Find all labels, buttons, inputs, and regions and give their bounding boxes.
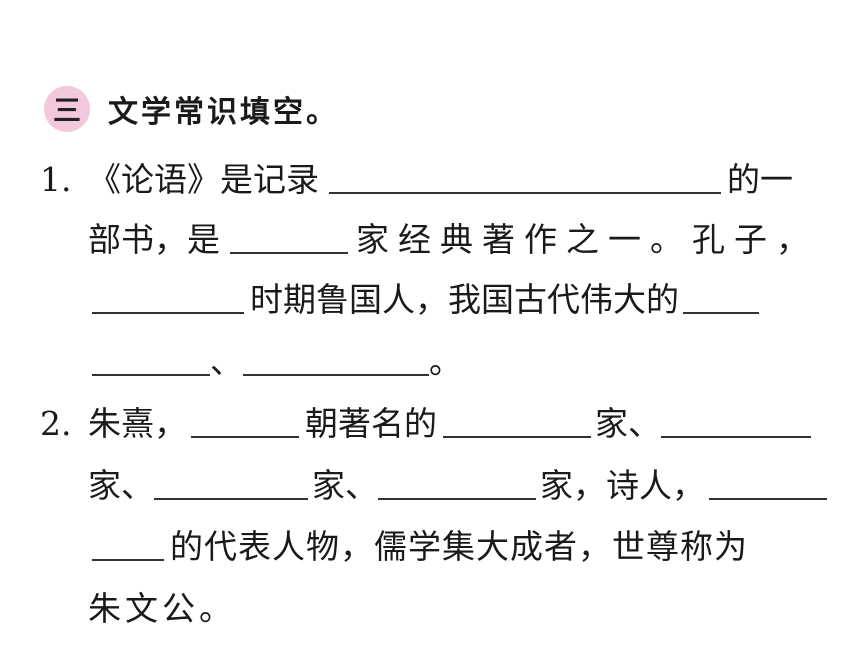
- section-heading: 三 文学常识填空。: [44, 86, 339, 132]
- q1-text-4sep: 、: [210, 342, 243, 381]
- q1-blank-1[interactable]: [329, 191, 721, 194]
- section-number-badge: 三: [44, 86, 90, 132]
- q1-text-1a: 《论语》是记录: [88, 160, 319, 199]
- q2-line-2: 家、 家、 家，诗人，: [88, 454, 827, 504]
- q2-text-1c: 家、: [595, 404, 661, 443]
- q2-text-2b: 家、: [312, 466, 378, 505]
- q1-blank-5[interactable]: [92, 373, 210, 376]
- section-title: 文学常识填空。: [108, 95, 339, 130]
- q1-number: 1.: [40, 160, 72, 199]
- q2-blank-5[interactable]: [378, 497, 536, 500]
- q1-text-4end: 。: [429, 342, 462, 381]
- q1-text-2a: 部书，是: [88, 220, 220, 259]
- q2-blank-6[interactable]: [709, 497, 827, 500]
- q1-blank-3[interactable]: [92, 311, 244, 314]
- q1-blank-4[interactable]: [683, 311, 759, 314]
- q2-number: 2.: [40, 404, 72, 443]
- q2-text-2a: 家、: [88, 466, 154, 505]
- q2-blank-1[interactable]: [191, 435, 299, 438]
- q2-blank-2[interactable]: [443, 435, 591, 438]
- q1-blank-6[interactable]: [243, 373, 429, 376]
- q1-blank-2[interactable]: [230, 251, 348, 254]
- q2-blank-7[interactable]: [92, 558, 164, 561]
- q1-line-3: 时期鲁国人，我国古代伟大的: [92, 268, 759, 318]
- q2-text-1a: 朱熹，: [88, 404, 187, 443]
- q1-line-1: 1. 《论语》是记录 的一: [40, 148, 793, 198]
- q1-text-3a: 时期鲁国人，我国古代伟大的: [250, 280, 679, 319]
- q2-line-1: 2. 朱熹， 朝著名的 家、: [40, 392, 811, 442]
- q1-line-2: 部书，是 家经典著作之一。孔子，: [88, 208, 818, 258]
- q1-text-2b: 家经典著作之一。孔子，: [356, 220, 818, 259]
- q2-text-1b: 朝著名的: [305, 404, 437, 443]
- q2-line-4: 朱文公。: [88, 577, 236, 627]
- q2-blank-3[interactable]: [661, 435, 811, 438]
- q2-text-3a: 的代表人物，儒学集大成者，世尊称为: [170, 527, 748, 566]
- q2-line-3: 的代表人物，儒学集大成者，世尊称为: [92, 515, 748, 565]
- q2-text-4a: 朱文公。: [88, 589, 236, 628]
- q2-text-2c: 家，诗人，: [540, 466, 705, 505]
- q2-blank-4[interactable]: [154, 497, 308, 500]
- q1-text-1b: 的一: [727, 160, 793, 199]
- q1-line-4: 、 。: [92, 330, 462, 380]
